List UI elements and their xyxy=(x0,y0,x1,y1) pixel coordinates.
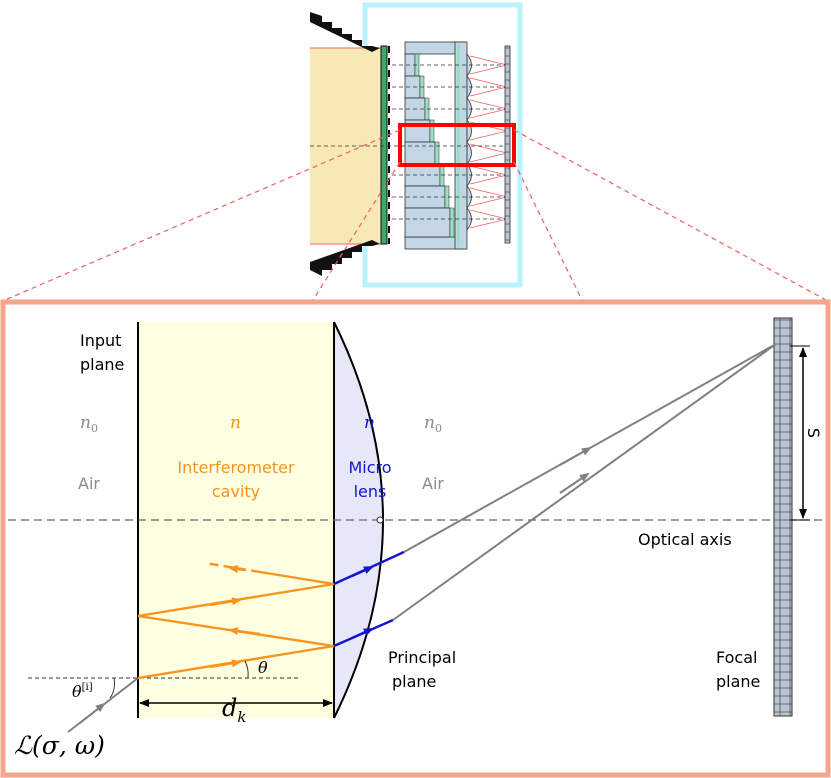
aperture-top xyxy=(310,12,380,52)
aperture-bottom xyxy=(310,240,380,276)
overview-schematic xyxy=(310,2,523,288)
overview-filter xyxy=(380,45,388,245)
n0-left-label: n0 xyxy=(80,413,98,435)
s-dimension xyxy=(790,345,810,521)
principal-plane-label-1: Principal xyxy=(388,648,456,667)
n0-right-label: n0 xyxy=(424,413,442,435)
lens-center-marker xyxy=(376,516,384,524)
air-right-label: Air xyxy=(422,474,444,493)
overview-detector xyxy=(504,45,511,244)
n-cavity-label: n xyxy=(230,413,241,433)
overview-rays xyxy=(469,55,508,229)
overview-highlight xyxy=(398,123,516,167)
theta-label: θ xyxy=(258,658,268,677)
theta-arc xyxy=(244,660,249,679)
overview-lenslets xyxy=(466,52,472,232)
air-left-label: Air xyxy=(78,474,100,493)
focal-plane-label-1: Focal xyxy=(716,648,757,667)
input-field-label: ℒ(σ, ω) xyxy=(14,731,105,760)
diagram-labels: Input plane n0 n n n0 Air Air Interferom… xyxy=(14,331,823,760)
overview-steps xyxy=(404,53,455,238)
principal-plane-label-2: plane xyxy=(392,672,436,691)
theta-i-label: θ[i] xyxy=(72,682,93,701)
output-rays xyxy=(392,343,777,621)
dk-label: dk xyxy=(222,694,246,726)
input-plane-label-1: Input xyxy=(80,331,121,350)
microlens-label-1: Micro xyxy=(348,458,391,477)
lens-rays xyxy=(333,550,405,648)
s-label: S xyxy=(804,428,823,438)
optical-axis-label: Optical axis xyxy=(638,530,732,549)
theta-i-arc xyxy=(109,677,115,699)
n-lens-label: n xyxy=(364,413,375,433)
zoom-lines xyxy=(4,129,827,301)
cavity-label-1: Interferometer xyxy=(177,458,295,477)
cavity-ray-arrows xyxy=(209,565,261,669)
input-plane-label-2: plane xyxy=(80,355,124,374)
focal-plane-label-2: plane xyxy=(716,672,760,691)
overview-axes xyxy=(310,64,507,220)
focal-plane-detector xyxy=(773,317,793,717)
microlens-label-2: lens xyxy=(354,482,387,501)
cavity-label-2: cavity xyxy=(212,482,260,501)
